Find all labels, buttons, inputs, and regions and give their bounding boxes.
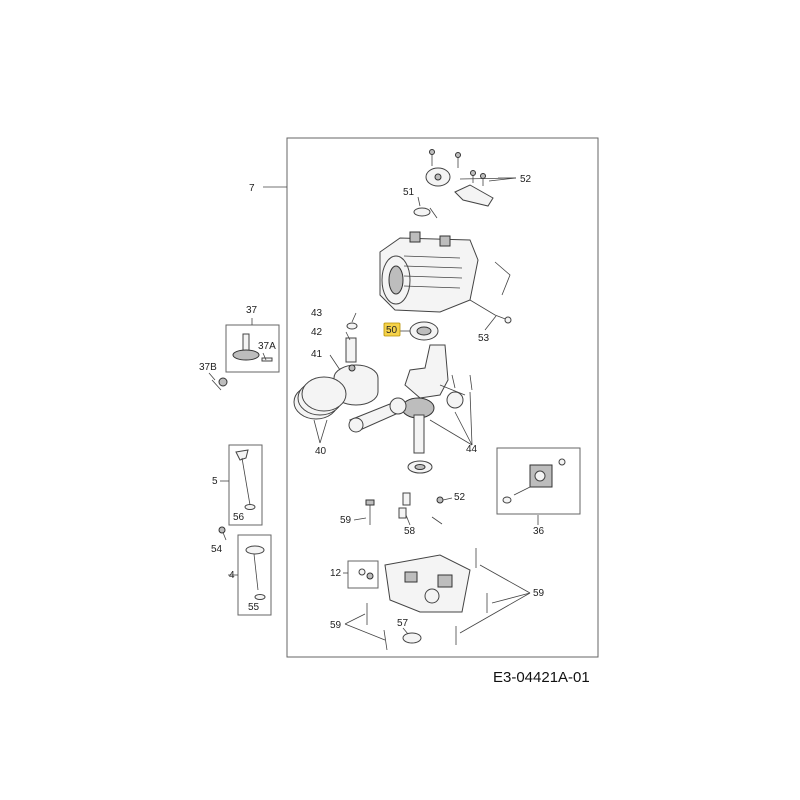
- rod-bolts-icon: [451, 374, 473, 391]
- oil-seal-frame: [347, 560, 379, 589]
- callout-56[interactable]: 56: [233, 512, 245, 523]
- intake-valve-icon: [218, 526, 266, 600]
- crank-seal-icon: [407, 460, 433, 474]
- dipstick-tube-icon: [469, 261, 512, 324]
- callout-7[interactable]: 7: [249, 183, 255, 194]
- bolt-52-icon: [431, 496, 444, 525]
- callout-59-mid[interactable]: 59: [340, 515, 352, 526]
- dowel-58-icon: [398, 492, 411, 519]
- screw-59-icon: [365, 499, 375, 525]
- piston-icon: [333, 364, 379, 406]
- main-assembly-frame: [286, 137, 599, 658]
- callout-40[interactable]: 40: [315, 446, 327, 457]
- cylinder-block-icon: [379, 231, 479, 313]
- piston-rings-icon: [293, 376, 347, 420]
- cover-bolts-icon: [366, 548, 488, 651]
- oil-seal-50-icon: [409, 321, 439, 341]
- callout-37a[interactable]: 37A: [258, 341, 276, 352]
- callout-50[interactable]: 50: [386, 325, 398, 336]
- camshaft-frame: [225, 324, 280, 373]
- crankshaft-icon: [401, 344, 466, 454]
- callout-41[interactable]: 41: [311, 349, 323, 360]
- valve-seal-icon: [413, 207, 438, 219]
- governor-icon: [502, 458, 566, 504]
- callout-4[interactable]: 4: [229, 570, 235, 581]
- exhaust-valve-frame: [228, 444, 263, 526]
- callout-50-highlight: [383, 322, 401, 337]
- leader-lines: [208, 177, 539, 641]
- callout-44[interactable]: 44: [466, 444, 478, 455]
- callout-43[interactable]: 43: [311, 308, 323, 319]
- callout-5[interactable]: 5: [212, 476, 218, 487]
- crankcase-cover-icon: [384, 554, 471, 613]
- callout-59-left[interactable]: 59: [330, 620, 342, 631]
- callout-37b[interactable]: 37B: [199, 362, 217, 373]
- oil-seal-12-icon: [358, 568, 374, 580]
- callout-42[interactable]: 42: [311, 327, 323, 338]
- callout-12[interactable]: 12: [330, 568, 342, 579]
- governor-frame: [496, 447, 581, 515]
- callout-52-top[interactable]: 52: [520, 174, 532, 185]
- bracket-icon: [454, 170, 494, 207]
- piston-pin-icon: [345, 337, 357, 363]
- piston-clip-icon: [346, 322, 358, 330]
- diagram-code: E3-04421A-01: [493, 669, 590, 686]
- connecting-rod-icon: [348, 397, 407, 433]
- callout-58[interactable]: 58: [404, 526, 416, 537]
- head-cover-icon: [425, 149, 461, 187]
- callout-37[interactable]: 37: [246, 305, 258, 316]
- callout-55[interactable]: 55: [248, 602, 260, 613]
- callout-52-mid[interactable]: 52: [454, 492, 466, 503]
- callout-36[interactable]: 36: [533, 526, 545, 537]
- washer-57-icon: [402, 632, 422, 644]
- camshaft-icon: [211, 333, 273, 391]
- callout-51[interactable]: 51: [403, 187, 415, 198]
- callout-54[interactable]: 54: [211, 544, 223, 555]
- callout-53[interactable]: 53: [478, 333, 490, 344]
- callout-59-right[interactable]: 59: [533, 588, 545, 599]
- exhaust-valve-icon: [235, 449, 256, 510]
- callout-57[interactable]: 57: [397, 618, 409, 629]
